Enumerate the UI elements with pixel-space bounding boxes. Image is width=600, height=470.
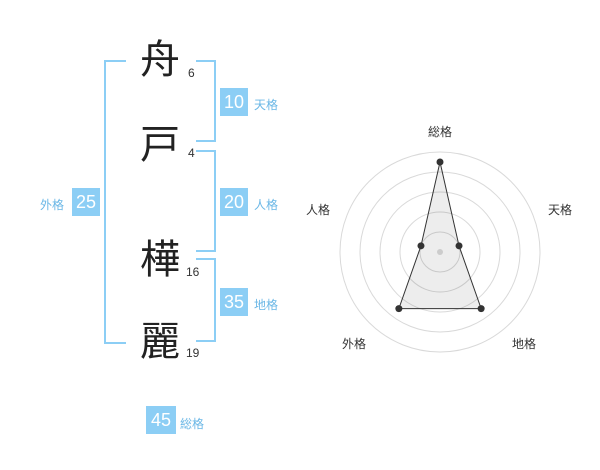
soukaku-label: 総格 <box>180 417 205 431</box>
radar-ring <box>399 211 481 293</box>
stroke-count-4: 19 <box>186 346 200 360</box>
radar-point-4 <box>395 305 403 313</box>
radar-point-1 <box>436 158 444 166</box>
jinkaku-label: 人格 <box>254 198 279 212</box>
radar-polygon <box>398 161 482 310</box>
radar-point-5 <box>417 242 425 250</box>
jinkaku-value: 20 <box>220 188 248 216</box>
radar-ring <box>359 171 521 333</box>
gaikaku-value: 25 <box>72 188 100 216</box>
radar-label-chikaku: 地格 <box>512 337 537 351</box>
name-char-2: 戸 <box>140 122 180 168</box>
tenkaku-label: 天格 <box>254 98 279 112</box>
radar-center-point <box>437 249 443 255</box>
soukaku-value: 45 <box>146 406 176 434</box>
chikaku-label: 地格 <box>254 298 279 312</box>
tenkaku-bracket <box>196 60 216 142</box>
radar-ring <box>419 231 461 273</box>
chikaku-value: 35 <box>220 288 248 316</box>
stroke-count-1: 6 <box>188 66 195 80</box>
chikaku-bracket <box>196 258 216 342</box>
gaikaku-bracket <box>104 60 126 344</box>
tenkaku-value: 10 <box>220 88 248 116</box>
radar-label-tenkaku: 天格 <box>548 203 573 217</box>
name-char-4: 麗 <box>140 319 180 365</box>
radar-label-soukaku: 総格 <box>428 125 453 139</box>
radar-label-gaikaku: 外格 <box>342 337 367 351</box>
radar-point-2 <box>455 242 463 250</box>
name-char-1: 舟 <box>140 37 180 83</box>
radar-point-3 <box>477 305 485 313</box>
radar-label-jinkaku: 人格 <box>306 203 331 217</box>
radar-ring <box>339 151 541 353</box>
name-char-3: 樺 <box>140 237 180 283</box>
stroke-count-2: 4 <box>188 146 195 160</box>
radar-ring <box>379 191 501 313</box>
gaikaku-label: 外格 <box>40 198 65 212</box>
stroke-count-3: 16 <box>186 265 200 279</box>
jinkaku-bracket <box>196 150 216 252</box>
